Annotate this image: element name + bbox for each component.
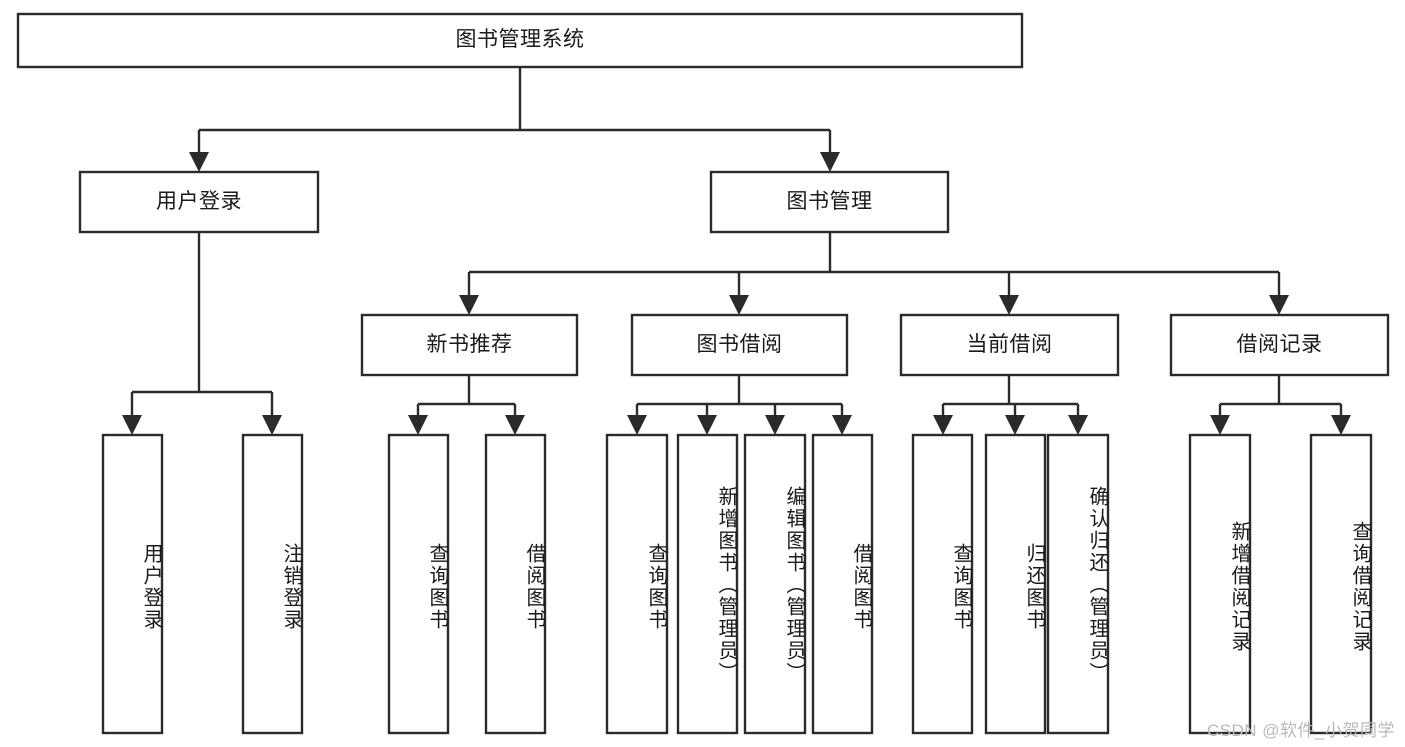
arrow-bookborrow-leaf-3 (765, 415, 785, 435)
connector-userlogin-bus (130, 232, 274, 421)
node-leaf-8[interactable] (911, 433, 974, 735)
node-leaf-11[interactable] (1188, 433, 1252, 735)
node-leaf-7[interactable] (811, 433, 874, 735)
node-level2-0[interactable] (78, 170, 320, 234)
connector-newbook-bus (416, 375, 517, 421)
node-leaf-6[interactable] (743, 433, 807, 735)
arrow-bookborrow-leaf-4 (832, 415, 852, 435)
node-leaf-10[interactable] (1046, 433, 1110, 735)
connector-currentborrow-bus (941, 375, 1080, 421)
arrow-bookborrow-leaf-2 (697, 415, 717, 435)
arrow-currentborrow-leaf-1 (933, 415, 953, 435)
node-level3-3[interactable] (1169, 313, 1390, 377)
node-leaf-3[interactable] (484, 433, 547, 735)
arrow-userlogin-leaf-2 (262, 415, 282, 435)
node-root[interactable] (16, 12, 1024, 69)
node-level3-2[interactable] (899, 313, 1120, 377)
arrow-borrowrecord-leaf-1 (1210, 415, 1230, 435)
arrow-to-new-book-rec (459, 295, 479, 315)
node-leaf-1[interactable] (241, 433, 304, 735)
arrow-newbook-leaf-1 (408, 415, 428, 435)
arrow-borrowrecord-leaf-2 (1331, 415, 1351, 435)
node-leaf-9[interactable] (984, 433, 1047, 735)
arrow-to-book-borrow (729, 295, 749, 315)
arrow-userlogin-leaf-1 (122, 415, 142, 435)
connector-group (122, 67, 1351, 435)
arrow-root-to-user-login (189, 152, 209, 172)
connector-bookborrow-bus (635, 375, 844, 421)
node-leaf-2[interactable] (387, 433, 450, 735)
arrow-currentborrow-leaf-3 (1068, 415, 1088, 435)
arrow-to-borrow-record (1269, 295, 1289, 315)
connector-borrowrecord-bus (1218, 375, 1343, 421)
arrow-currentborrow-leaf-2 (1005, 415, 1025, 435)
node-level3-1[interactable] (630, 313, 849, 377)
arrow-bookborrow-leaf-1 (627, 415, 647, 435)
arrow-to-current-borrow (999, 295, 1019, 315)
node-level3-0[interactable] (360, 313, 579, 377)
arrow-newbook-leaf-2 (505, 415, 525, 435)
node-level2-1[interactable] (709, 170, 950, 234)
connector-root-bus (197, 67, 830, 158)
connector-bookmgmt-bus (467, 232, 1281, 301)
node-leaf-0[interactable] (101, 433, 164, 735)
node-leaf-4[interactable] (605, 433, 669, 735)
node-leaf-5[interactable] (676, 433, 739, 735)
node-leaf-12[interactable] (1309, 433, 1373, 735)
node-box-group (16, 12, 1390, 735)
arrow-root-to-book-mgmt (820, 152, 840, 172)
